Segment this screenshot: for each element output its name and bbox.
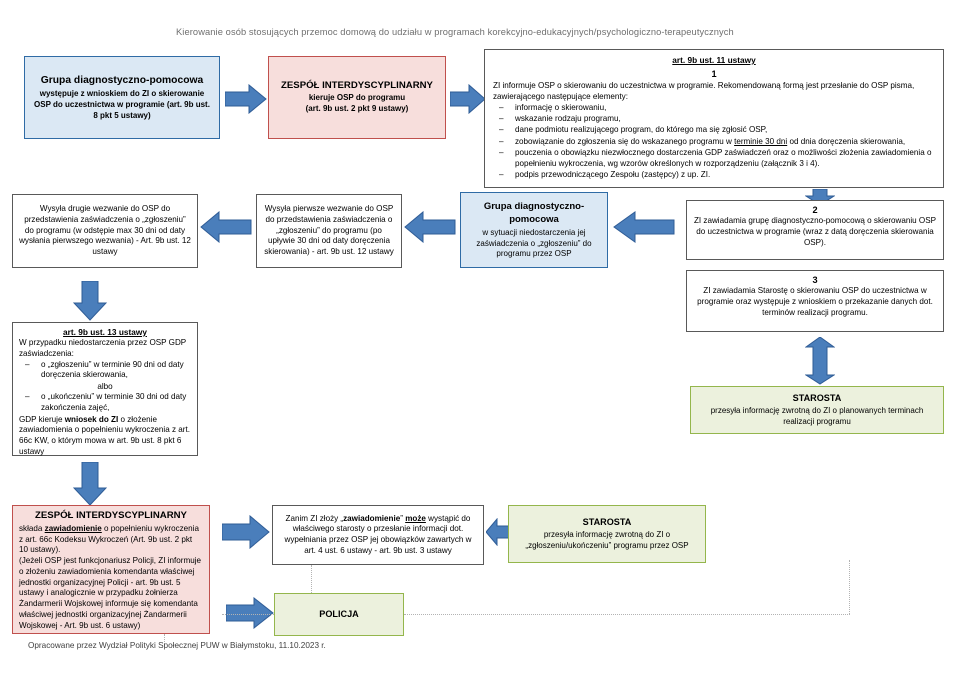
arrow-gdp-to-zi bbox=[225, 84, 267, 114]
node-zanim: Zanim ZI złoży „zawiadomienie” może wyst… bbox=[272, 505, 484, 565]
node-gdp-top: Grupa diagnostyczno-pomocowa występuje z… bbox=[24, 56, 220, 139]
node-art13-albo: albo bbox=[97, 381, 113, 391]
node-art13-heading: art. 9b ust. 13 ustawy bbox=[63, 327, 147, 337]
arrow-step2-to-gdp-mid bbox=[613, 211, 675, 243]
node-starosta-right-heading: STAROSTA bbox=[792, 393, 842, 404]
list-item: o „zgłoszeniu” w terminie 90 dni od daty… bbox=[21, 360, 191, 382]
node-starosta-bottom: STAROSTA przesyła informację zwrotną do … bbox=[508, 505, 706, 563]
connector-zanim-vertical bbox=[164, 634, 165, 646]
node-art11-bullet-list: informację o skierowaniu, wskazanie rodz… bbox=[495, 103, 935, 181]
list-item: podpis przewodniczącego Zespołu (zastępc… bbox=[495, 170, 935, 181]
footer-credit: Opracowane przez Wydział Polityki Społec… bbox=[28, 641, 326, 650]
node-wezwanie2: Wysyła drugie wezwanie do OSP do przedst… bbox=[12, 194, 198, 268]
node-gdp-top-body: występuje z wnioskiem do ZI o skierowani… bbox=[34, 89, 210, 120]
node-zi-top-line2: kieruje OSP do programu bbox=[308, 93, 406, 103]
arrow-zi-to-art11 bbox=[450, 84, 486, 114]
node-step2: 2 ZI zawiadamia grupę diagnostyczno-pomo… bbox=[686, 200, 944, 260]
list-item: zobowiązanie do zgłoszenia się do wskaza… bbox=[495, 137, 935, 148]
node-step2-body: ZI zawiadamia grupę diagnostyczno-pomoco… bbox=[693, 216, 937, 247]
arrow-zibottom-to-zanim bbox=[222, 515, 270, 549]
node-policja: POLICJA bbox=[274, 593, 404, 636]
node-wezwanie1: Wysyła pierwsze wezwanie do OSP do przed… bbox=[256, 194, 402, 268]
node-wezwanie2-body: Wysyła drugie wezwanie do OSP do przedst… bbox=[19, 204, 191, 257]
node-zi-bottom-p2: (Jeżeli OSP jest funkcjonariusz Policji,… bbox=[19, 556, 202, 630]
list-item: informację o skierowaniu, bbox=[495, 103, 935, 114]
node-zi-bottom: ZESPÓŁ INTERDYSCYPLINARNY składa zawiado… bbox=[12, 505, 210, 634]
list-item: o „ukończeniu” w terminie 30 dni od daty… bbox=[21, 392, 191, 414]
arrow-art13-to-zi-bottom bbox=[73, 462, 107, 506]
node-step3-body: ZI zawiadamia Starostę o skierowaniu OSP… bbox=[697, 286, 933, 317]
node-zi-top-heading: ZESPÓŁ INTERDYSCYPLINARNY bbox=[281, 80, 433, 92]
node-step3: 3 ZI zawiadamia Starostę o skierowaniu O… bbox=[686, 270, 944, 332]
node-zanim-body: Zanim ZI złoży „zawiadomienie” może wyst… bbox=[284, 513, 472, 555]
node-art13-intro: W przypadku niedostarczenia przez OSP GD… bbox=[19, 338, 187, 358]
node-starosta-right: STAROSTA przesyła informację zwrotną do … bbox=[690, 386, 944, 434]
page-title: Kierowanie osób stosujących przemoc domo… bbox=[176, 27, 734, 37]
node-gdp-mid: Grupa diagnostyczno-pomocowa w sytuacji … bbox=[460, 192, 608, 268]
node-zi-top: ZESPÓŁ INTERDYSCYPLINARNY kieruje OSP do… bbox=[268, 56, 446, 139]
node-zi-bottom-heading: ZESPÓŁ INTERDYSCYPLINARNY bbox=[35, 510, 187, 521]
arrow-wezwanie1-to-wezwanie2 bbox=[200, 211, 252, 243]
node-gdp-mid-heading: Grupa diagnostyczno-pomocowa bbox=[483, 200, 585, 226]
node-art13-tail: GDP kieruje wniosek do ZI o złożenie zaw… bbox=[19, 414, 190, 456]
list-item: pouczenia o obowiązku niezwłocznego dost… bbox=[495, 148, 935, 170]
node-wezwanie1-body: Wysyła pierwsze wezwanie do OSP do przed… bbox=[264, 204, 394, 257]
connector-policja-left bbox=[222, 614, 274, 615]
node-step3-number: 3 bbox=[812, 275, 818, 285]
connector-starosta-vertical bbox=[311, 565, 312, 593]
node-zi-top-line3: (art. 9b ust. 2 pkt 9 ustawy) bbox=[305, 103, 409, 113]
node-starosta-bottom-body: przesyła informację zwrotną do ZI o „zgł… bbox=[525, 530, 689, 551]
node-zi-bottom-p1: składa zawiadomienie o popełnieniu wykro… bbox=[19, 523, 199, 555]
connector-policja-right bbox=[404, 614, 850, 615]
list-item: dane podmiotu realizującego program, do … bbox=[495, 125, 935, 136]
node-art11-intro: ZI informuje OSP o skierowaniu do uczest… bbox=[493, 81, 915, 102]
node-starosta-bottom-heading: STAROSTA bbox=[582, 517, 632, 528]
connector-policja-right-vertical bbox=[849, 560, 850, 614]
node-art13: art. 9b ust. 13 ustawy W przypadku niedo… bbox=[12, 322, 198, 456]
arrow-wezwanie2-to-art13 bbox=[73, 281, 107, 321]
node-art11-heading: art. 9b ust. 11 ustawy bbox=[672, 55, 756, 65]
arrow-zibottom-to-policja bbox=[226, 597, 274, 629]
node-gdp-mid-body: w sytuacji niedostarczenia jej zaświadcz… bbox=[476, 227, 592, 259]
node-art13-bullet-list: o „zgłoszeniu” w terminie 90 dni od daty… bbox=[21, 360, 191, 382]
node-art11: art. 9b ust. 11 ustawy 1 ZI informuje OS… bbox=[484, 49, 944, 188]
node-art13-bullet-list-2: o „ukończeniu” w terminie 30 dni od daty… bbox=[21, 392, 191, 414]
arrow-gdpmid-to-wezwanie1 bbox=[404, 211, 456, 243]
node-starosta-right-body: przesyła informację zwrotną do ZI o plan… bbox=[710, 406, 924, 427]
node-policja-heading: POLICJA bbox=[319, 609, 359, 620]
arrow-step3-to-starosta bbox=[805, 337, 835, 385]
node-gdp-top-heading: Grupa diagnostyczno-pomocowa bbox=[40, 74, 204, 86]
node-step2-number: 2 bbox=[812, 205, 818, 215]
node-art11-number: 1 bbox=[711, 69, 717, 80]
list-item: wskazanie rodzaju programu, bbox=[495, 114, 935, 125]
